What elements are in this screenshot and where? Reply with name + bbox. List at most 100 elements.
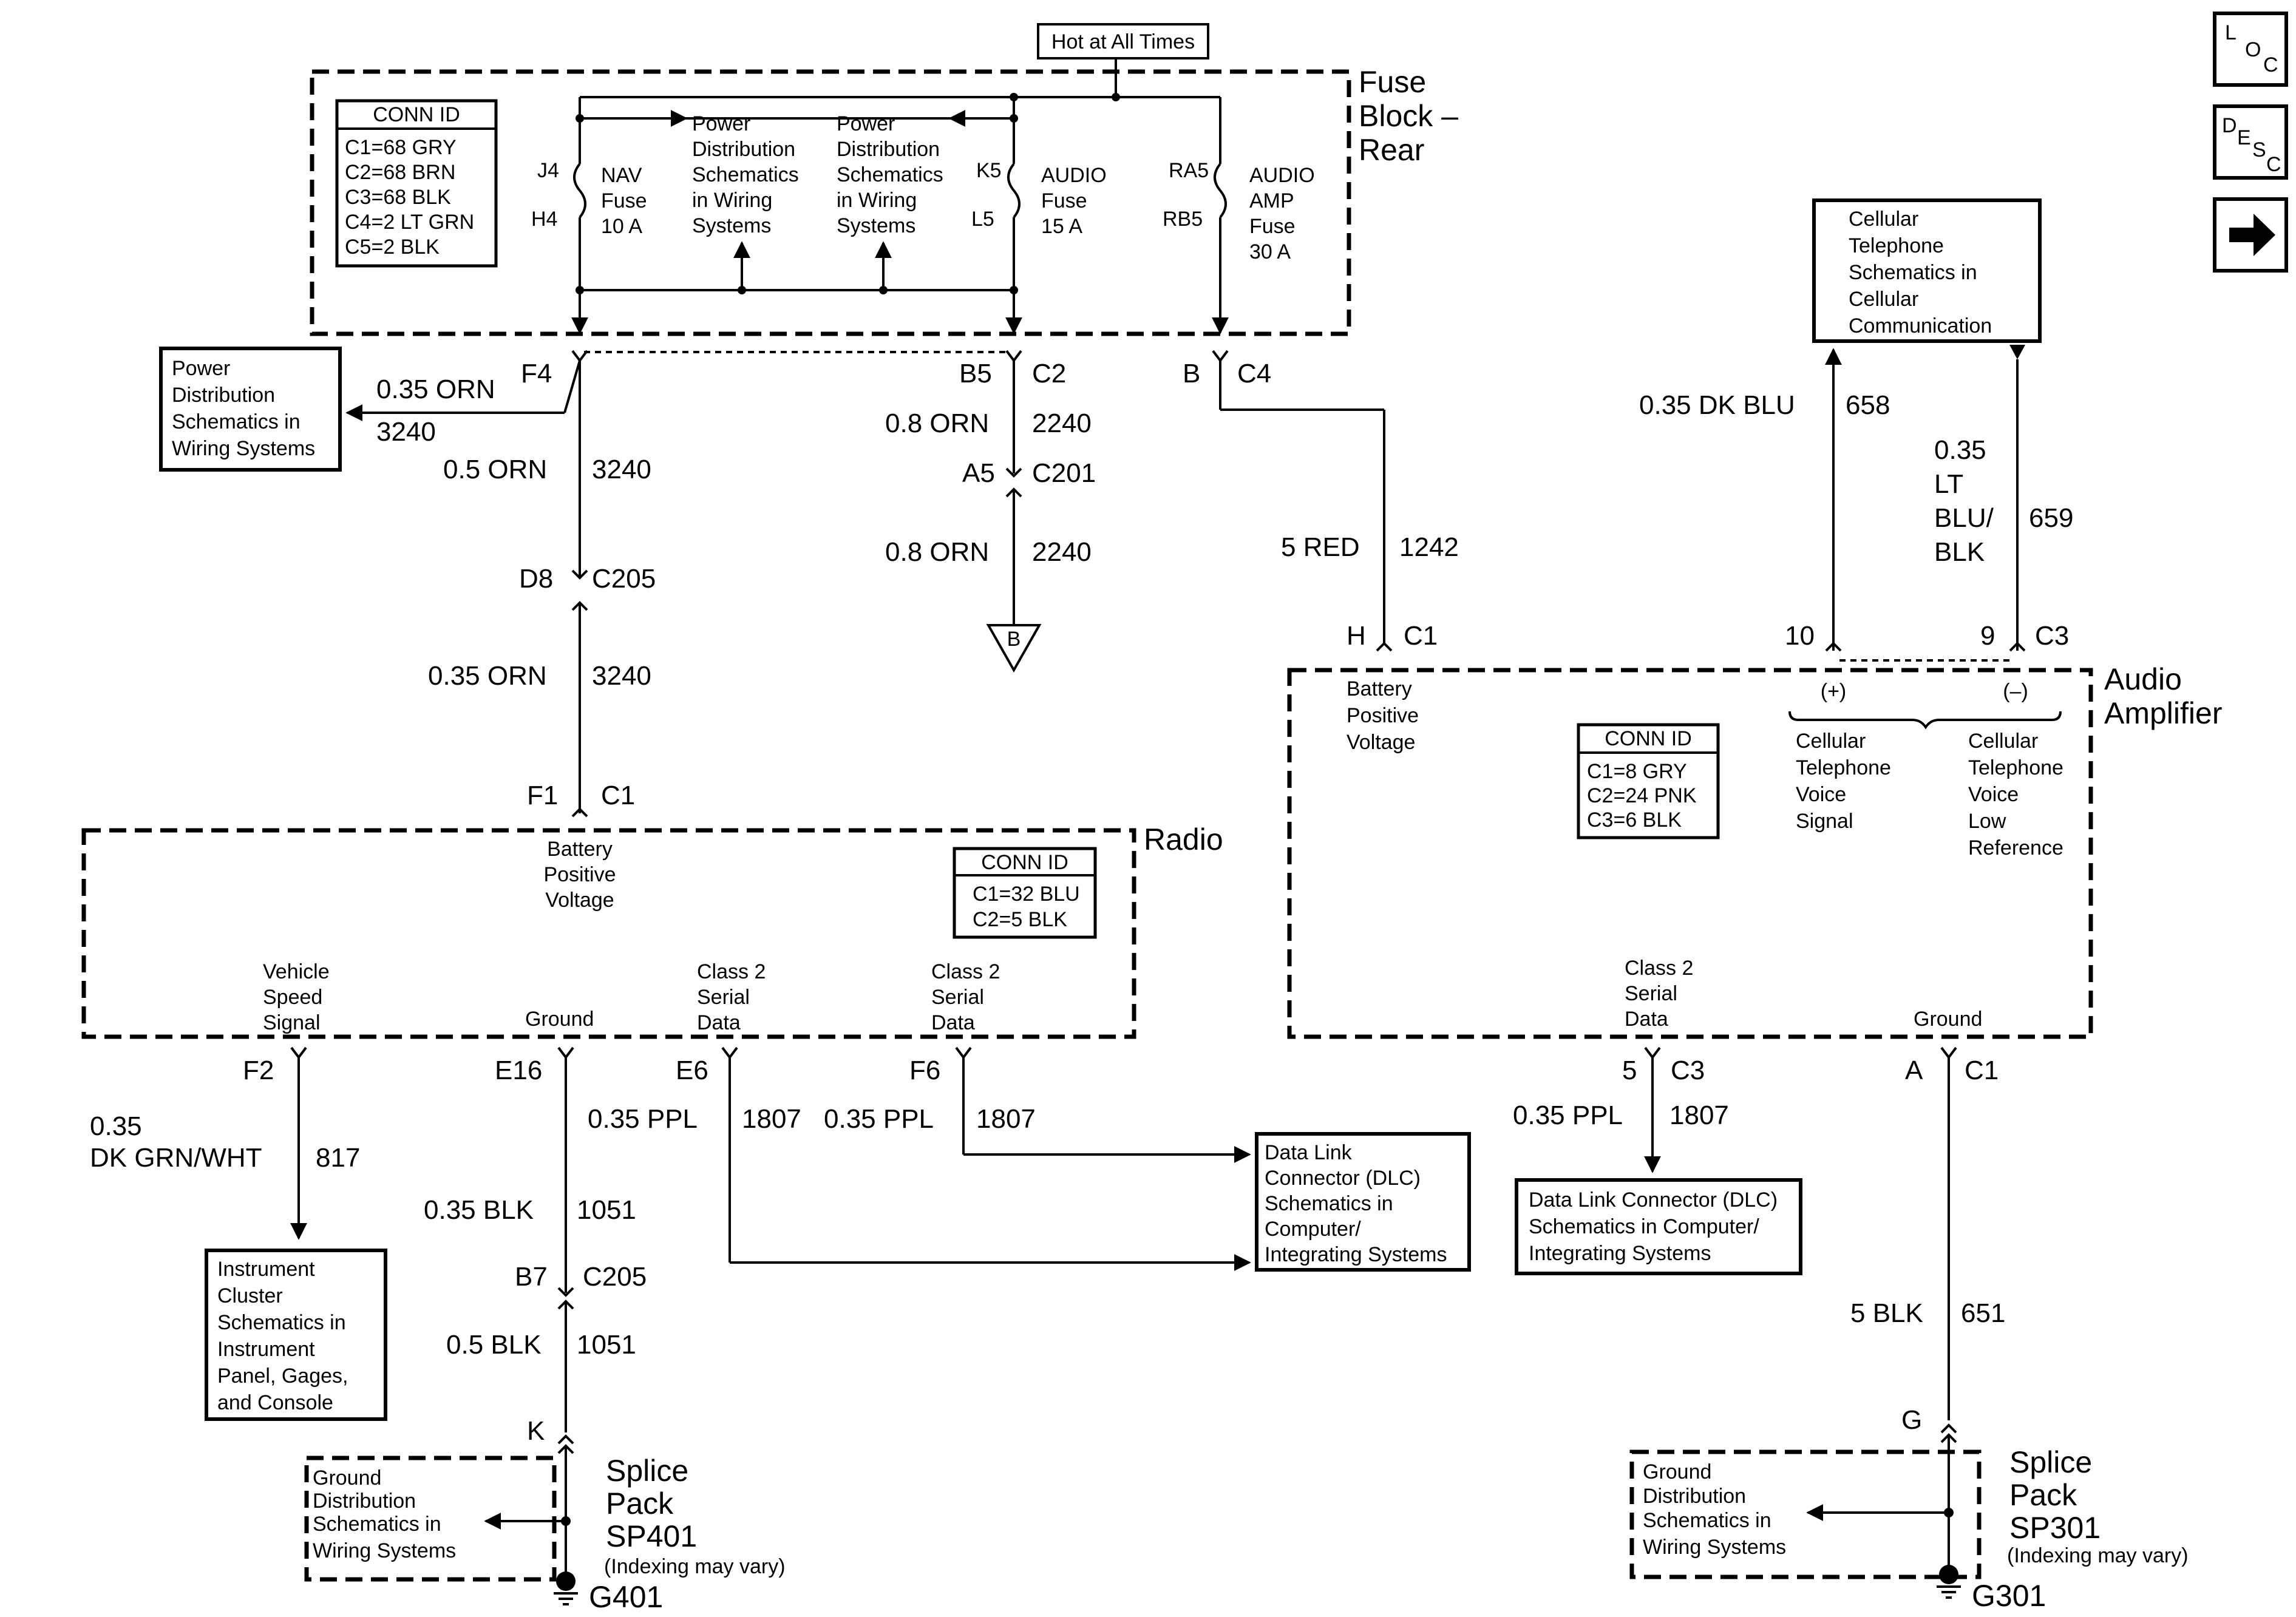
svg-text:and Console: and Console — [217, 1391, 333, 1414]
svg-text:Power: Power — [172, 357, 230, 380]
svg-text:CONN ID: CONN ID — [981, 851, 1068, 874]
svg-text:Audio: Audio — [2104, 662, 2182, 696]
svg-text:0.8 ORN: 0.8 ORN — [885, 408, 989, 438]
svg-text:Rear: Rear — [1359, 133, 1424, 167]
svg-text:J4: J4 — [537, 159, 559, 182]
svg-text:0.35 ORN: 0.35 ORN — [428, 661, 547, 691]
svg-text:AMP: AMP — [1249, 189, 1294, 212]
svg-text:Cluster: Cluster — [217, 1284, 283, 1307]
svg-text:C1: C1 — [601, 781, 635, 810]
svg-text:Telephone: Telephone — [1796, 756, 1891, 779]
svg-text:C2: C2 — [1032, 359, 1066, 388]
svg-text:Schematics in: Schematics in — [313, 1513, 441, 1536]
svg-text:K: K — [527, 1416, 545, 1446]
svg-text:Instrument: Instrument — [217, 1258, 315, 1281]
svg-text:Signal: Signal — [263, 1011, 321, 1034]
svg-text:Ground: Ground — [525, 1008, 594, 1031]
svg-text:SP401: SP401 — [606, 1519, 697, 1553]
svg-text:Class 2: Class 2 — [931, 960, 1000, 983]
circuit-1807-amp: 5 C3 0.35 PPL 1807 — [1513, 1046, 1729, 1173]
svg-text:C201: C201 — [1032, 458, 1096, 488]
svg-text:Instrument: Instrument — [217, 1338, 315, 1361]
svg-text:C1: C1 — [1404, 621, 1438, 651]
svg-text:Wiring Systems: Wiring Systems — [172, 437, 315, 460]
svg-text:659: 659 — [2029, 503, 2073, 533]
svg-text:Connector (DLC): Connector (DLC) — [1265, 1167, 1421, 1190]
svg-text:Serial: Serial — [1625, 982, 1677, 1005]
svg-text:Schematics in: Schematics in — [1265, 1192, 1393, 1215]
svg-text:A5: A5 — [962, 458, 995, 488]
svg-text:Computer/: Computer/ — [1265, 1218, 1361, 1241]
svg-text:F2: F2 — [243, 1056, 274, 1085]
svg-text:C2=68 BRN: C2=68 BRN — [345, 161, 455, 184]
splice-pack-sp301: Ground Distribution Schematics in Wiring… — [1629, 1445, 2189, 1613]
svg-text:Pack: Pack — [2009, 1478, 2077, 1512]
svg-text:Cellular: Cellular — [1849, 208, 1918, 231]
next-button[interactable] — [2213, 197, 2288, 273]
svg-text:(–): (–) — [2003, 680, 2028, 703]
svg-text:H: H — [1347, 621, 1366, 651]
svg-text:Integrating Systems: Integrating Systems — [1265, 1243, 1447, 1266]
svg-text:Cellular: Cellular — [1968, 730, 2038, 753]
svg-text:B5: B5 — [959, 359, 992, 388]
svg-text:Low: Low — [1968, 810, 2006, 833]
svg-text:BLK: BLK — [1934, 537, 1985, 567]
svg-text:Schematics in: Schematics in — [1849, 261, 1977, 284]
hot-at-all-times-label: Hot at All Times — [1051, 30, 1195, 53]
svg-text:1807: 1807 — [1669, 1100, 1729, 1130]
circuit-659: 0.35 LT BLU/ BLK 659 9 C3 — [1934, 345, 2073, 652]
svg-text:0.35: 0.35 — [1934, 435, 1986, 465]
svg-text:0.35 PPL: 0.35 PPL — [1513, 1100, 1623, 1130]
desc-button[interactable]: D E S C — [2213, 104, 2288, 180]
svg-text:Telephone: Telephone — [1968, 756, 2063, 779]
svg-text:2240: 2240 — [1032, 537, 1092, 567]
circuit-1807-f6: F6 0.35 PPL 1807 — [824, 1046, 1251, 1163]
svg-text:DK GRN/WHT: DK GRN/WHT — [90, 1143, 262, 1173]
svg-text:in Wiring: in Wiring — [837, 189, 917, 212]
radio: Radio Battery Positive Voltage Vehicle S… — [81, 822, 1223, 1039]
svg-text:Voice: Voice — [1968, 783, 2019, 806]
svg-text:C1=8 GRY: C1=8 GRY — [1587, 760, 1687, 783]
svg-text:Signal: Signal — [1796, 810, 1853, 833]
svg-text:AUDIO: AUDIO — [1041, 164, 1107, 187]
svg-text:L5: L5 — [971, 208, 994, 231]
svg-text:0.8 ORN: 0.8 ORN — [885, 537, 989, 567]
svg-text:Battery: Battery — [547, 838, 613, 861]
svg-text:B7: B7 — [515, 1262, 548, 1292]
svg-text:Vehicle: Vehicle — [263, 960, 330, 983]
svg-text:Fuse: Fuse — [1041, 189, 1087, 212]
svg-text:Data: Data — [697, 1011, 741, 1034]
loc-button[interactable]: L O C — [2213, 12, 2288, 87]
svg-text:0.5 ORN: 0.5 ORN — [443, 455, 547, 484]
svg-text:Fuse: Fuse — [601, 189, 647, 212]
svg-text:G: G — [1901, 1405, 1922, 1435]
svg-text:0.35 BLK: 0.35 BLK — [424, 1195, 534, 1225]
svg-text:Reference: Reference — [1968, 836, 2063, 859]
svg-text:1807: 1807 — [976, 1104, 1036, 1134]
svg-text:Positive: Positive — [543, 863, 616, 886]
svg-text:Splice: Splice — [2009, 1445, 2092, 1479]
svg-text:Serial: Serial — [931, 986, 984, 1009]
svg-text:Wiring Systems: Wiring Systems — [313, 1539, 456, 1562]
svg-text:Data: Data — [1625, 1008, 1668, 1031]
fuse-block-rear: Fuse Block – Rear CONN ID C1=68 GRY C2=6… — [310, 65, 1458, 336]
svg-text:Amplifier: Amplifier — [2104, 696, 2222, 730]
svg-text:658: 658 — [1846, 390, 1890, 420]
svg-text:H4: H4 — [531, 208, 557, 231]
svg-text:C2=5 BLK: C2=5 BLK — [973, 908, 1067, 931]
svg-text:Battery: Battery — [1347, 677, 1412, 700]
svg-text:C2=24 PNK: C2=24 PNK — [1587, 784, 1697, 807]
svg-text:Distribution: Distribution — [313, 1490, 416, 1513]
svg-text:Data: Data — [931, 1011, 975, 1034]
svg-text:D8: D8 — [519, 564, 553, 594]
svg-text:Cellular: Cellular — [1796, 730, 1866, 753]
svg-text:CONN ID: CONN ID — [1605, 727, 1692, 750]
svg-text:Data Link Connector (DLC): Data Link Connector (DLC) — [1529, 1188, 1778, 1212]
svg-text:1051: 1051 — [577, 1330, 636, 1360]
svg-text:F6: F6 — [909, 1056, 940, 1085]
svg-text:BLU/: BLU/ — [1934, 503, 1994, 533]
svg-text:30 A: 30 A — [1249, 240, 1291, 263]
svg-text:Ground: Ground — [313, 1466, 381, 1490]
svg-text:(+): (+) — [1821, 680, 1847, 703]
